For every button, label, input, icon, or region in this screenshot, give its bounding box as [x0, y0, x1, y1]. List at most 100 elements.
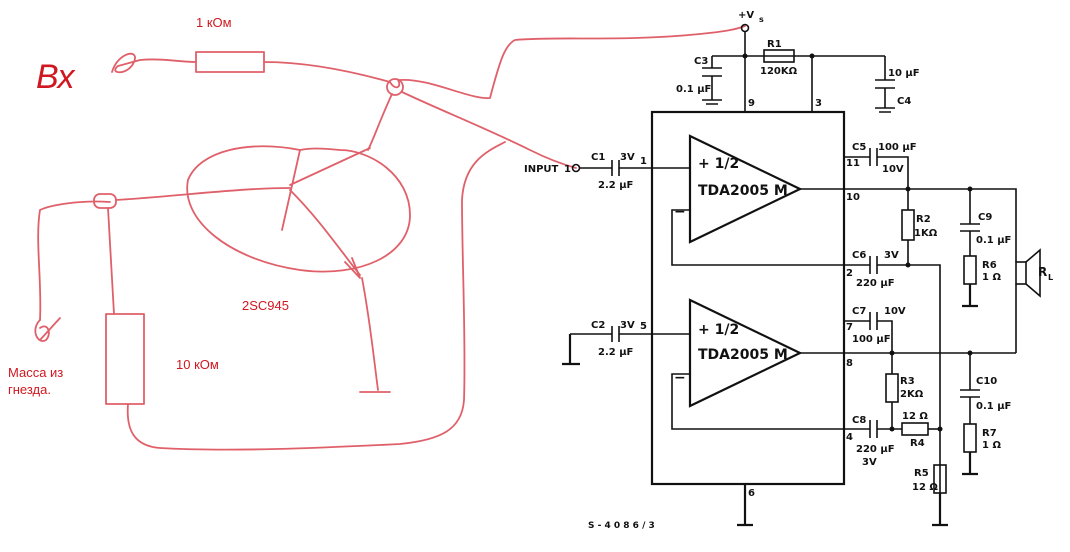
resistor-r7	[963, 423, 977, 453]
svg-text:3: 3	[815, 98, 822, 109]
ground-label-line2: гнезда.	[8, 382, 51, 397]
capacitor-c1	[580, 160, 690, 176]
ground-jack-squiggle	[34, 317, 61, 342]
amplifier-2	[688, 298, 803, 408]
c7-name: C7	[852, 306, 866, 317]
capacitor-c3	[702, 56, 722, 105]
c2-name: C2	[591, 320, 605, 331]
ground-c2	[562, 334, 580, 366]
r5-name: R5	[914, 468, 929, 479]
amplifier-1	[688, 134, 803, 244]
c7-voltage: 10V	[884, 306, 906, 317]
resistor-10k	[105, 313, 145, 405]
svg-text:11: 11	[846, 158, 860, 169]
capacitor-c9	[960, 189, 980, 256]
vs-terminal	[740, 23, 750, 33]
vs-label: +V	[738, 10, 754, 21]
capacitor-c6	[869, 256, 941, 525]
c5-name: C5	[852, 142, 866, 153]
speaker-body	[1015, 261, 1027, 285]
ground-r7	[962, 452, 978, 476]
capacitor-c5	[844, 148, 909, 189]
input-terminal	[571, 163, 581, 173]
c5-value: 100 μF	[878, 142, 917, 153]
ic-body	[650, 110, 846, 486]
wire-node-to-input	[401, 91, 577, 169]
feedback-loop-1	[671, 209, 870, 266]
transistor-label: 2SC945	[242, 298, 289, 313]
amp1-half: + 1/2	[698, 156, 739, 172]
speaker-cone	[1025, 248, 1041, 298]
svg-text:L: L	[1048, 273, 1053, 282]
svg-text:−: −	[674, 370, 686, 386]
capacitor-c2	[570, 326, 690, 342]
r2-value: 1KΩ	[914, 228, 938, 239]
wire-bottom-loop	[126, 141, 506, 451]
c9-name: C9	[978, 212, 992, 223]
c3-value: 0.1 μF	[676, 84, 711, 95]
resistor-r1	[763, 49, 795, 63]
r3-name: R3	[900, 376, 915, 387]
r7-name: R7	[982, 428, 997, 439]
r4-value: 12 Ω	[902, 411, 928, 422]
r6-name: R6	[982, 260, 997, 271]
c1-voltage: 3V	[620, 152, 635, 163]
svg-text:10: 10	[846, 192, 860, 203]
svg-text:−: −	[674, 204, 686, 220]
input-label: INPUT	[524, 164, 559, 175]
svg-text:5: 5	[640, 321, 647, 332]
input-jack-squiggle	[111, 52, 197, 74]
r2-name: R2	[916, 214, 931, 225]
svg-text:8: 8	[846, 358, 853, 369]
resistor-r4	[901, 422, 929, 436]
hand-sketch: Вх 1 кОм Масса из гнезда. 10 кОм 2SC945	[8, 15, 746, 451]
resistor-1k-label: 1 кОм	[196, 15, 232, 30]
svg-text:9: 9	[748, 98, 755, 109]
c2-voltage: 3V	[620, 320, 635, 331]
ground-label-line1: Масса из	[8, 365, 63, 380]
c9-value: 0.1 μF	[976, 235, 1011, 246]
resistor-10k-label: 10 кОм	[176, 357, 219, 372]
svg-text:2: 2	[846, 268, 853, 279]
r4-name: R4	[910, 438, 925, 449]
resistor-r6	[963, 255, 977, 285]
input-handwriting: Вх	[36, 58, 76, 96]
junction-node-top	[386, 78, 404, 96]
transistor-circle	[186, 145, 411, 273]
c4-name: C4	[897, 96, 911, 107]
resistor-r2	[901, 209, 915, 241]
capacitor-c8	[869, 420, 902, 438]
junction-node-left	[93, 193, 117, 209]
c7-value: 100 μF	[852, 334, 891, 345]
capacitor-c10	[960, 353, 980, 424]
r7-value: 1 Ω	[982, 440, 1001, 451]
c8-value: 220 μF	[856, 444, 895, 455]
wire-node-to-base	[367, 93, 393, 151]
amp2-half: + 1/2	[698, 322, 739, 338]
c8-name: C8	[852, 415, 866, 426]
svg-text:7: 7	[846, 322, 853, 333]
svg-text:1: 1	[564, 164, 571, 175]
c6-value: 220 μF	[856, 278, 895, 289]
svg-text:1: 1	[640, 156, 647, 167]
amp1-name: TDA2005 M	[698, 183, 788, 199]
c8-voltage: 3V	[862, 457, 877, 468]
r6-value: 1 Ω	[982, 272, 1001, 283]
amp2-name: TDA2005 M	[698, 347, 788, 363]
c10-value: 0.1 μF	[976, 401, 1011, 412]
load-label: R	[1038, 265, 1047, 279]
c6-name: C6	[852, 250, 866, 261]
c1-value: 2.2 μF	[598, 180, 633, 191]
c10-name: C10	[976, 376, 997, 387]
r3-value: 2KΩ	[900, 389, 924, 400]
output-1-wire	[800, 188, 1017, 262]
c5-voltage: 10V	[882, 164, 904, 175]
ground-pin6	[737, 484, 753, 527]
transistor-collector-down	[359, 277, 391, 393]
resistor-r3	[885, 373, 899, 403]
c2-value: 2.2 μF	[598, 347, 633, 358]
r5-value: 12 Ω	[912, 482, 938, 493]
svg-text:4: 4	[846, 432, 853, 443]
transistor-emitter	[289, 189, 361, 279]
